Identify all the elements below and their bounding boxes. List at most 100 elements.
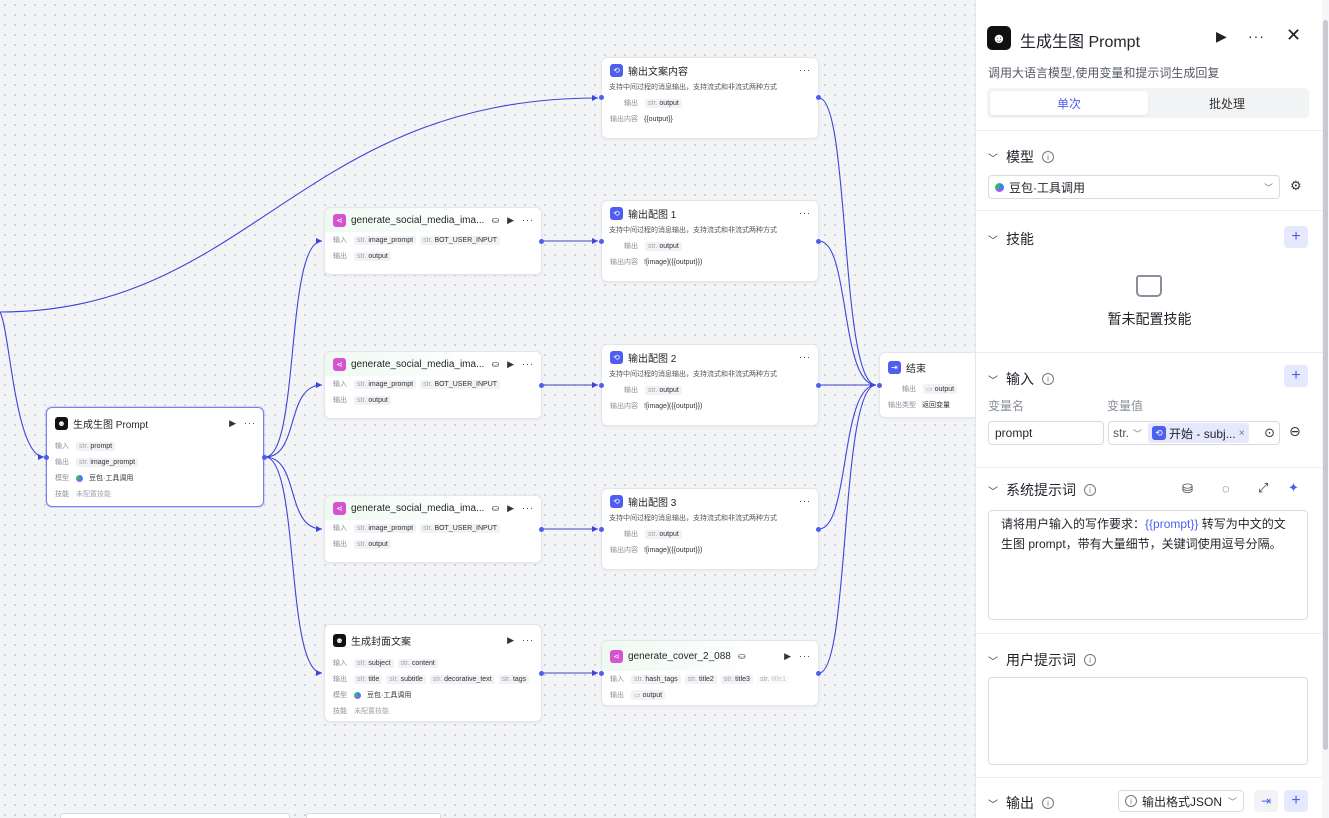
more-icon[interactable]: ··· (244, 418, 256, 428)
port[interactable] (816, 527, 821, 532)
chevron-down-icon[interactable]: ﹀ (988, 656, 998, 668)
more-icon[interactable]: ··· (799, 65, 811, 75)
node-desc: 支持中间过程的消息输出，支持流式和非流式两种方式 (609, 371, 777, 378)
chevron-down-icon[interactable]: ﹀ (988, 235, 998, 247)
node-end[interactable]: ⇥结束 输出▭output 输出类型返回变量 (879, 352, 979, 418)
port[interactable] (262, 455, 267, 460)
more-icon[interactable]: ··· (522, 635, 534, 645)
port[interactable] (599, 383, 604, 388)
output-label: 输出 (333, 253, 347, 260)
port[interactable] (816, 383, 821, 388)
remove-row-icon[interactable]: ⊖ (1289, 423, 1301, 439)
port[interactable] (599, 95, 604, 100)
more-icon[interactable]: ··· (799, 496, 811, 506)
more-icon[interactable]: ··· (522, 359, 534, 369)
info-icon[interactable]: i (1084, 484, 1096, 496)
add-skill-button[interactable]: + (1284, 226, 1308, 248)
port[interactable] (816, 671, 821, 676)
section-title: 输入 (1006, 371, 1034, 387)
gear-icon[interactable]: ⚙ (1290, 178, 1302, 193)
add-output-button[interactable]: + (1284, 790, 1308, 812)
more-icon[interactable]: ··· (799, 352, 811, 362)
chevron-down-icon[interactable]: ﹀ (988, 375, 998, 387)
expand-icon[interactable]: ⤢ (1258, 480, 1269, 495)
target-icon[interactable]: ⊙ (1264, 425, 1275, 440)
more-icon[interactable]: ··· (799, 651, 811, 661)
port[interactable] (599, 671, 604, 676)
skill-label: 技能 (55, 491, 69, 498)
info-icon[interactable]: i (1084, 654, 1096, 666)
empty-box-icon (1136, 275, 1162, 297)
edge-covergen-to-end (818, 384, 877, 674)
variable-ref-chip[interactable]: ⟲开始 - subj...× (1148, 423, 1249, 443)
variable-name-input[interactable]: prompt (988, 421, 1104, 445)
output-mapping-button[interactable]: ⇥ (1254, 790, 1278, 812)
run-icon[interactable]: ▶ (784, 650, 792, 661)
image-icon: ⛀ (737, 650, 747, 661)
chevron-down-icon: ﹀ (1263, 182, 1273, 193)
scrollbar-thumb[interactable] (1323, 20, 1328, 750)
port[interactable] (816, 239, 821, 244)
lightbulb-icon[interactable]: ◌ (1222, 481, 1230, 496)
tab-single[interactable]: 单次 (990, 91, 1148, 115)
chevron-down-icon[interactable]: ﹀ (988, 486, 998, 498)
port[interactable] (816, 95, 821, 100)
chevron-down-icon[interactable]: ﹀ (988, 799, 998, 811)
tab-batch[interactable]: 批处理 (1208, 96, 1245, 111)
more-icon[interactable]: ··· (522, 503, 534, 513)
node-title: 输出配图 3 (628, 497, 677, 509)
content-value: ![image]({{output}}) (644, 258, 703, 266)
input-label: 输入 (333, 525, 347, 532)
run-icon[interactable]: ▶ (507, 214, 515, 225)
add-input-button[interactable]: + (1284, 365, 1308, 387)
run-icon[interactable]: ▶ (507, 358, 515, 369)
info-icon[interactable]: i (1042, 151, 1054, 163)
info-icon[interactable]: i (1042, 797, 1054, 809)
port[interactable] (539, 383, 544, 388)
output-node-icon: ⟲ (610, 206, 623, 220)
port[interactable] (539, 239, 544, 244)
run-icon[interactable]: ▶ (507, 502, 515, 513)
more-icon[interactable]: ··· (1248, 28, 1265, 44)
run-icon[interactable]: ▶ (1216, 28, 1227, 44)
prompt-library-icon[interactable]: ⛁ (1182, 481, 1193, 496)
run-icon[interactable]: ▶ (507, 634, 515, 645)
port[interactable] (539, 527, 544, 532)
more-icon[interactable]: ··· (522, 215, 534, 225)
port[interactable] (599, 239, 604, 244)
user-prompt-editor[interactable] (988, 677, 1308, 765)
port[interactable] (539, 671, 544, 676)
port[interactable] (599, 527, 604, 532)
more-icon[interactable]: ··· (799, 208, 811, 218)
run-icon[interactable]: ▶ (229, 417, 237, 428)
output-label: 输出 (333, 541, 347, 548)
run-mode-tabs: 单次 批处理 (987, 88, 1309, 118)
chevron-down-icon[interactable]: ﹀ (988, 153, 998, 165)
info-icon[interactable]: i (1042, 373, 1054, 385)
model-select[interactable]: 豆包·工具调用﹀ (988, 175, 1280, 199)
prompt-variable[interactable]: {{prompt}} (1145, 517, 1199, 531)
remove-icon[interactable]: × (1238, 427, 1245, 439)
port[interactable] (44, 455, 49, 460)
panel-scrollbar[interactable] (1322, 0, 1329, 818)
close-icon[interactable]: ✕ (1286, 25, 1302, 45)
variable-type-select[interactable]: str.﹀ ⟲开始 - subj...× ⊙ (1108, 421, 1280, 445)
system-prompt-editor[interactable]: 请将用户输入的写作要求：{{prompt}} 转写为中文的文生图 prompt，… (988, 510, 1308, 620)
ai-sparkle-icon[interactable]: ✦ (1288, 480, 1299, 495)
section-title: 用户提示词 (1006, 652, 1076, 668)
panel-title[interactable]: 生成生图 Prompt (1020, 34, 1141, 51)
output-tag: str.image_prompt (76, 457, 139, 467)
port[interactable] (877, 383, 882, 388)
